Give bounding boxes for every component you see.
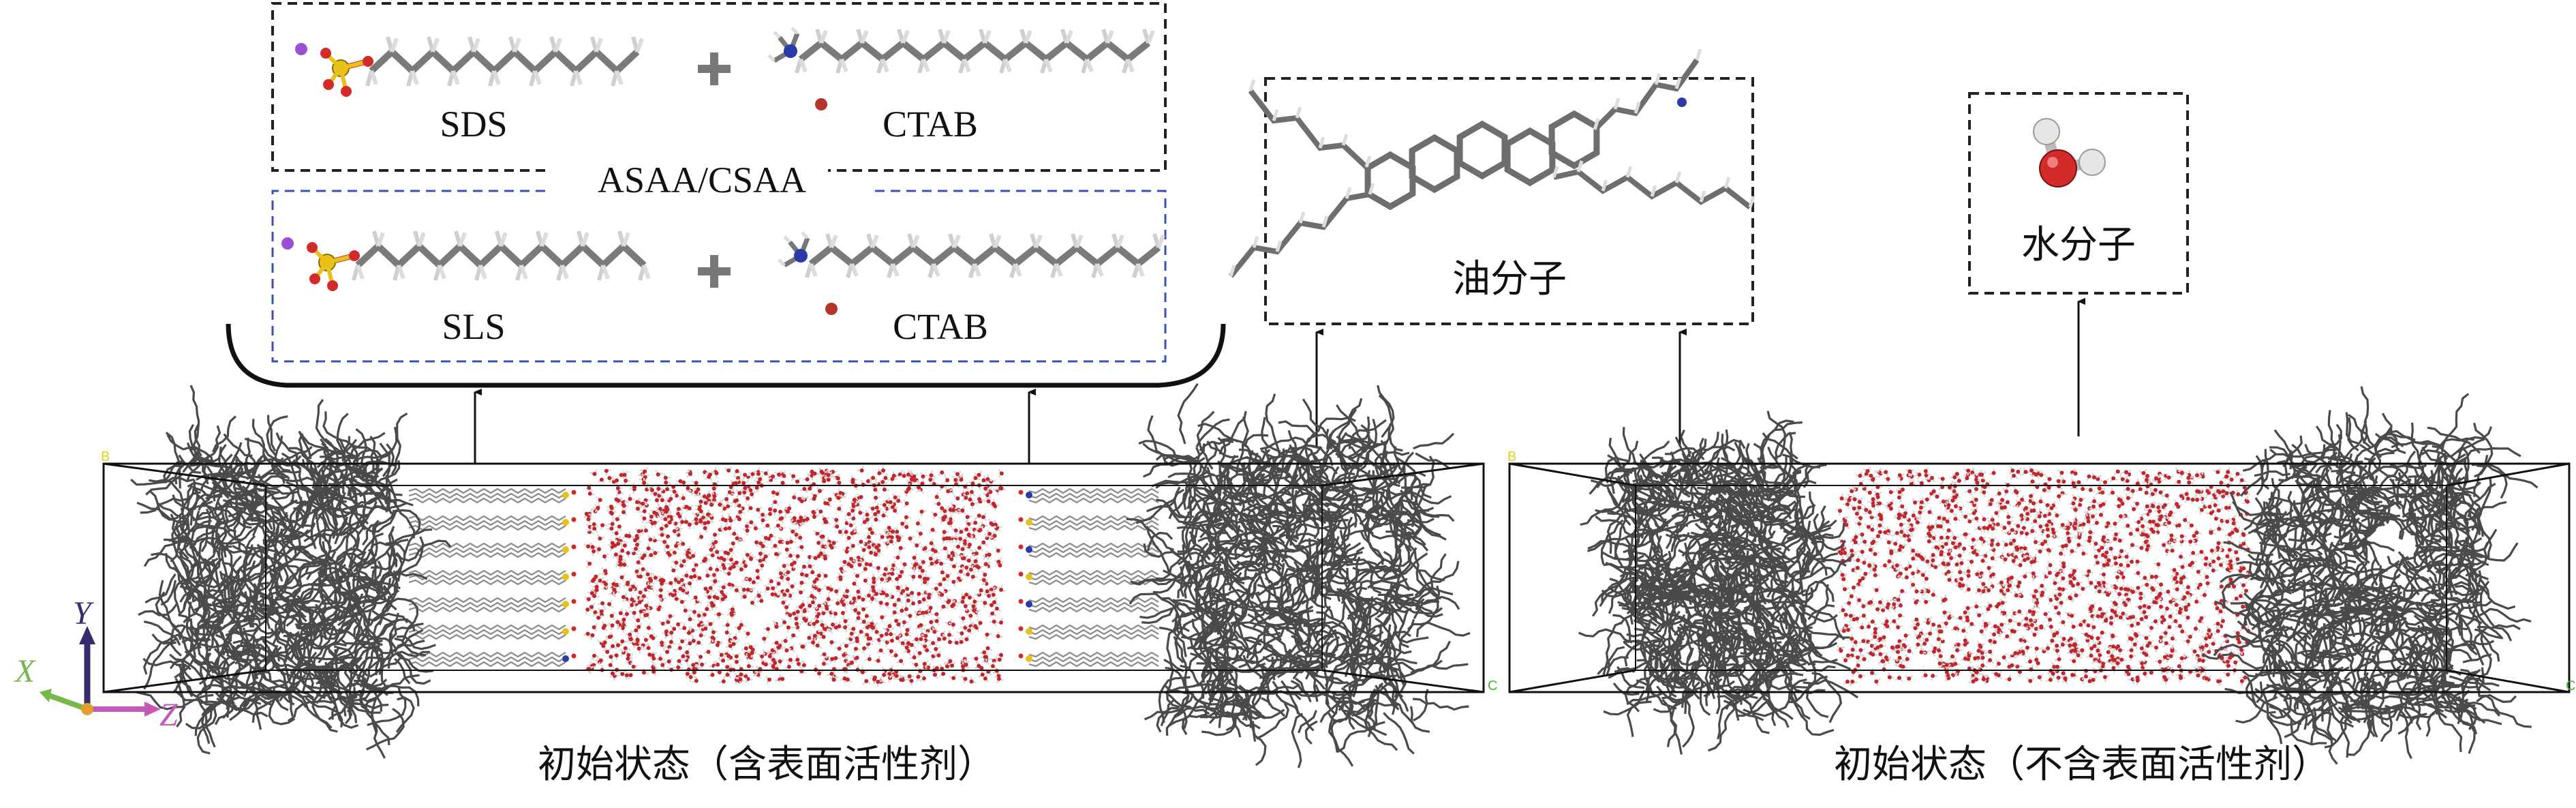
- aromatic-ring: [1548, 110, 1600, 170]
- corner-marker-c-2: C: [2566, 678, 2575, 693]
- anionic-cationic-box-outline: [271, 2, 1167, 172]
- group-label: ASAA/CSAA: [598, 160, 806, 200]
- oxygen-atom: [320, 48, 331, 59]
- nitrogen-atom: [794, 249, 808, 263]
- sds-label: SDS: [440, 104, 507, 145]
- alkyl-chain: [355, 243, 647, 269]
- water-hydrogen-atom: [2079, 149, 2106, 176]
- corner-marker-c: C: [1488, 678, 1497, 693]
- y-axis-label: Y: [73, 595, 94, 631]
- side-chain: [1593, 58, 1700, 132]
- side-chain: [1248, 89, 1368, 169]
- oil-box-outline: [1264, 77, 1754, 325]
- periodic-box-frame: [102, 462, 1485, 693]
- sls-ctab-box-outline: [271, 190, 1167, 363]
- sds-molecule: [295, 36, 644, 97]
- nitrogen-atom: [784, 44, 797, 58]
- ctab-label: CTAB: [883, 104, 978, 145]
- simulation-box-without-surfactant: B C: [1507, 386, 2575, 765]
- oil-phase-right-2: [2202, 386, 2539, 765]
- ctab-molecule: [767, 27, 1155, 110]
- z-axis-label: Z: [159, 697, 179, 733]
- aromatic-ring: [1364, 151, 1416, 211]
- surfactant-panel: SDS CTAB ASAA/CSAA SLS CTAB: [226, 2, 1226, 388]
- bromide-ion: [815, 98, 827, 110]
- oxygen-atom: [323, 79, 334, 90]
- water-hydrogen-atom: [2033, 118, 2060, 145]
- side-chain: [1553, 168, 1752, 210]
- alkyl-chain: [369, 48, 640, 74]
- water-region: [583, 465, 1007, 687]
- water-oxygen-atom: [2039, 149, 2077, 188]
- aromatic-ring: [1504, 127, 1556, 187]
- water-molecule: [2033, 118, 2106, 188]
- sls-label: SLS: [442, 306, 505, 347]
- pointer-arrows: [474, 298, 2085, 464]
- water-molecule-label: 水分子: [2021, 223, 2136, 267]
- simulation-box-with-surfactant: B C: [101, 383, 1497, 768]
- alkyl-chain: [798, 40, 1151, 63]
- oil-phase-right: [1126, 383, 1471, 768]
- bromide-ion: [825, 303, 838, 315]
- oil-molecule: [1228, 48, 1755, 278]
- oxygen-atom: [309, 273, 320, 284]
- oxygen-atom: [349, 250, 360, 261]
- plus-sign-1: [698, 53, 731, 85]
- oxygen-atom: [341, 86, 352, 97]
- plus-sign-2: [698, 255, 731, 288]
- oil-phase-left-2: [1578, 410, 1858, 755]
- oxygen-atom: [327, 280, 338, 291]
- ctab-label-2: CTAB: [893, 306, 988, 347]
- water-molecule-panel: 水分子: [1968, 92, 2189, 295]
- oil-phase-left: [130, 385, 452, 759]
- caption-without-surfactant: 初始状态（不含表面活性剂）: [1834, 743, 2330, 787]
- sodium-ion: [295, 43, 307, 55]
- sodium-ion: [281, 237, 294, 250]
- grouping-brace: [226, 323, 1226, 388]
- ctab-molecule-2: [778, 231, 1165, 315]
- side-chain: [1228, 192, 1370, 278]
- axis-triad: Y X Z: [14, 595, 179, 733]
- aromatic-ring: [1409, 134, 1460, 194]
- alkyl-chain: [808, 244, 1161, 267]
- oil-molecule-label: 油分子: [1452, 257, 1567, 301]
- x-axis-label: X: [14, 653, 36, 689]
- oxygen-atom: [363, 56, 373, 67]
- aromatic-ring: [1456, 120, 1508, 180]
- sls-molecule: [281, 230, 651, 291]
- oil-molecule-panel: 油分子: [1228, 48, 1755, 325]
- caption-with-surfactant: 初始状态（含表面活性剂）: [538, 743, 996, 787]
- surfactant-layers: [408, 488, 1159, 668]
- corner-marker-b-2: B: [1507, 449, 1516, 464]
- corner-marker-b: B: [101, 449, 110, 464]
- oxygen-atom: [307, 242, 318, 253]
- water-region-2: [1835, 466, 2254, 687]
- periodic-box-frame-2: [1508, 462, 2571, 693]
- water-box-outline: [1968, 92, 2189, 295]
